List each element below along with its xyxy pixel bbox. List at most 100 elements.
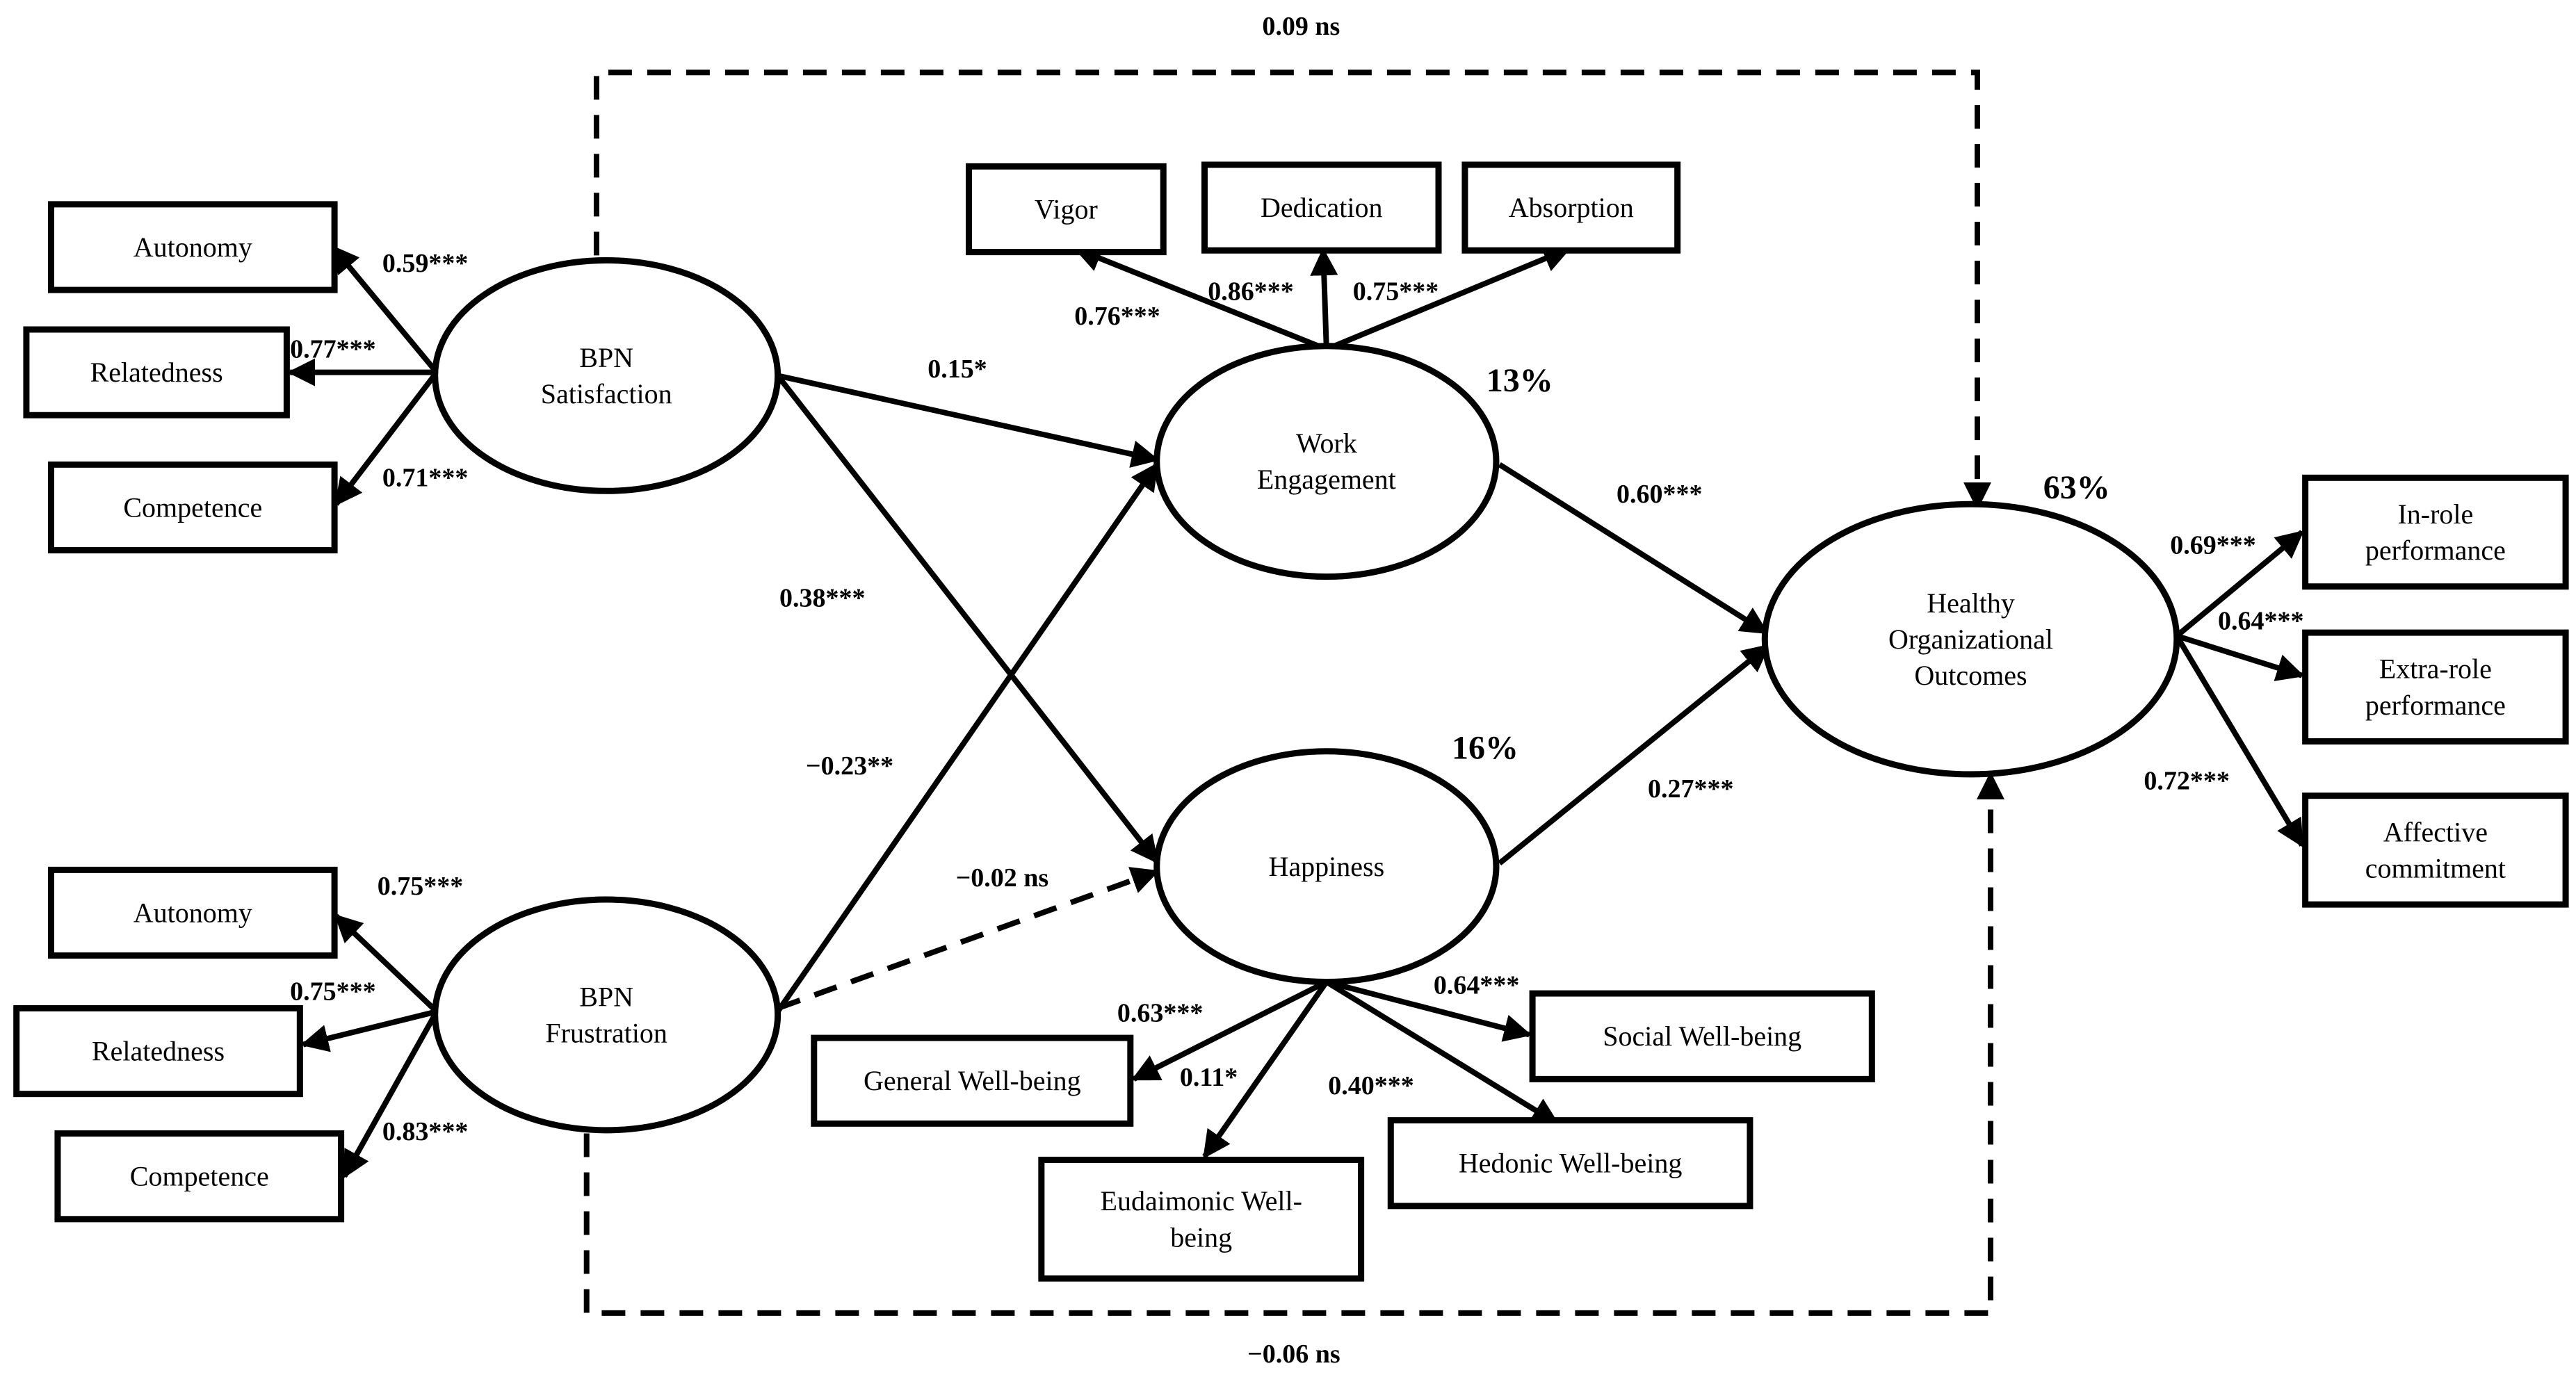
indicator-affective-label: Affective [2383,816,2488,847]
indicator-sat-autonomy [47,201,338,293]
coef-fru-to-happiness: −0.02 ns [956,863,1049,893]
extra-role-loading [2176,633,2305,681]
sat-to-outcomes-path [593,70,1991,510]
indicator-absorption-label: Absorption [1509,192,1634,223]
indicator-in-role-label: In-role [2397,498,2473,530]
indicator-fru-autonomy [47,866,338,959]
indicator-vigor [966,163,1167,256]
indicator-fru-relatedness-label: Relatedness [92,1036,225,1067]
construct-bpn-satisfaction-label: BPN [579,342,633,373]
vigor-loading [1073,245,1328,352]
coef-fru-competence: 0.83*** [382,1117,469,1146]
fru-competence-loading [341,1010,439,1179]
indicator-sat-relatedness-label: Relatedness [90,357,223,388]
indicator-social-wb-label: Social Well-being [1603,1020,1801,1052]
indicator-fru-autonomy-label: Autonomy [133,897,252,928]
coef-happiness-to-outcomes: 0.27*** [1648,774,1734,804]
coef-absorption: 0.75*** [1353,277,1439,306]
affective-loading [2174,634,2305,848]
construct-bpn-satisfaction [432,257,781,494]
coef-in-role: 0.69*** [2170,530,2256,560]
social-wb-loading [1325,979,1532,1042]
sat-autonomy-loading [330,245,439,375]
construct-work-engagement-label: Work [1296,428,1357,459]
indicator-eudaimonic-wb-label: being [1170,1221,1232,1253]
sat-competence-loading [334,371,439,507]
indicator-hedonic-wb-label: Hedonic Well-being [1459,1148,1683,1179]
indicator-general-wb [811,1034,1134,1127]
indicator-in-role [2302,474,2569,590]
construct-healthy-outcomes-label: Outcomes [1914,660,2027,691]
r2-healthy-outcomes: 63% [2043,469,2110,506]
coef-dedication: 0.86*** [1208,277,1294,306]
r2-work-engagement: 13% [1487,362,1553,399]
coef-sat-to-happiness: 0.38*** [779,583,866,612]
indicator-extra-role-label: performance [2365,690,2506,721]
construct-bpn-satisfaction-label: Satisfaction [541,378,672,409]
indicator-extra-role-label: Extra-role [2379,653,2492,685]
fru-relatedness-loading [300,1009,438,1052]
construct-happiness-label: Happiness [1269,851,1385,882]
coef-general-wb: 0.63*** [1117,999,1204,1028]
indicator-affective-label: commitment [2365,852,2506,884]
r2-happiness: 16% [1452,729,1518,766]
coef-sat-autonomy: 0.59*** [382,249,469,278]
eudaimonic-wb-loading [1202,980,1329,1160]
coef-fru-to-outcomes: −0.06 ns [1247,1340,1340,1369]
coefficient-labels: 0.59*** 0.77*** 0.71*** 0.75*** 0.75*** 0.83*… [290,12,2303,1369]
construct-bpn-frustration-label: Frustration [545,1017,667,1048]
sat-to-engagement-path [777,373,1160,468]
coef-fru-to-engagement: −0.23** [806,751,893,781]
indicator-dedication-label: Dedication [1261,192,1383,223]
indicator-eudaimonic-wb [1038,1156,1365,1282]
coef-extra-role: 0.64*** [2218,606,2304,635]
fru-to-engagement-path [775,462,1160,1014]
coef-social-wb: 0.64*** [1434,970,1520,1000]
construct-bpn-frustration-label: BPN [579,981,633,1012]
coef-eudaimonic-wb: 0.11* [1180,1063,1238,1092]
indicator-sat-relatedness [23,326,290,418]
indicator-sat-competence-label: Competence [123,491,262,523]
hedonic-wb-loading [1325,979,1560,1126]
indicator-in-role-label: performance [2365,535,2506,566]
indicator-general-wb-label: General Well-being [864,1065,1081,1096]
indicator-fru-competence [54,1130,345,1223]
coef-fru-autonomy: 0.75*** [378,872,464,901]
absorption-loading [1325,245,1571,352]
indicator-affective [2302,792,2569,908]
fru-autonomy-loading [334,913,439,1014]
coef-vigor: 0.76*** [1074,302,1160,331]
construct-work-engagement-label: Engagement [1257,464,1396,495]
indicator-sat-competence [47,461,338,554]
indicator-dedication [1201,161,1442,254]
coef-sat-to-engagement: 0.15* [927,355,987,384]
construct-bpn-frustration [432,896,781,1134]
indicator-absorption [1461,161,1681,254]
indicator-sat-autonomy-label: Autonomy [133,231,252,263]
coef-sat-relatedness: 0.77*** [290,334,376,364]
construct-healthy-outcomes [1761,501,2180,778]
general-wb-loading [1131,979,1328,1082]
fru-to-outcomes-path [583,771,2004,1316]
indicator-extra-role [2302,629,2569,745]
coef-engagement-to-outcomes: 0.60*** [1617,480,1703,509]
indicator-eudaimonic-wb-label: Eudaimonic Well- [1101,1185,1302,1217]
dedication-loading [1310,247,1338,350]
indicator-hedonic-wb [1387,1117,1753,1210]
happiness-to-outcomes-path [1498,643,1771,865]
path-edges [287,70,2305,1316]
coef-sat-competence: 0.71*** [382,463,469,492]
in-role-loading [2175,530,2304,638]
construct-healthy-outcomes-label: Healthy [1927,587,2015,619]
indicator-vigor-label: Vigor [1035,193,1098,225]
construct-work-engagement [1153,343,1500,580]
diagram-nodes: BPNSatisfactionBPNFrustrationWorkEngagem… [13,161,2569,1282]
construct-happiness [1153,748,1500,986]
coef-sat-to-outcomes: 0.09 ns [1262,12,1340,41]
coef-fru-relatedness: 0.75*** [290,977,376,1007]
indicator-fru-competence-label: Competence [130,1161,269,1192]
coef-affective: 0.72*** [2144,766,2230,795]
fru-to-happiness-path [777,867,1160,1011]
coef-hedonic-wb: 0.40*** [1328,1071,1414,1100]
